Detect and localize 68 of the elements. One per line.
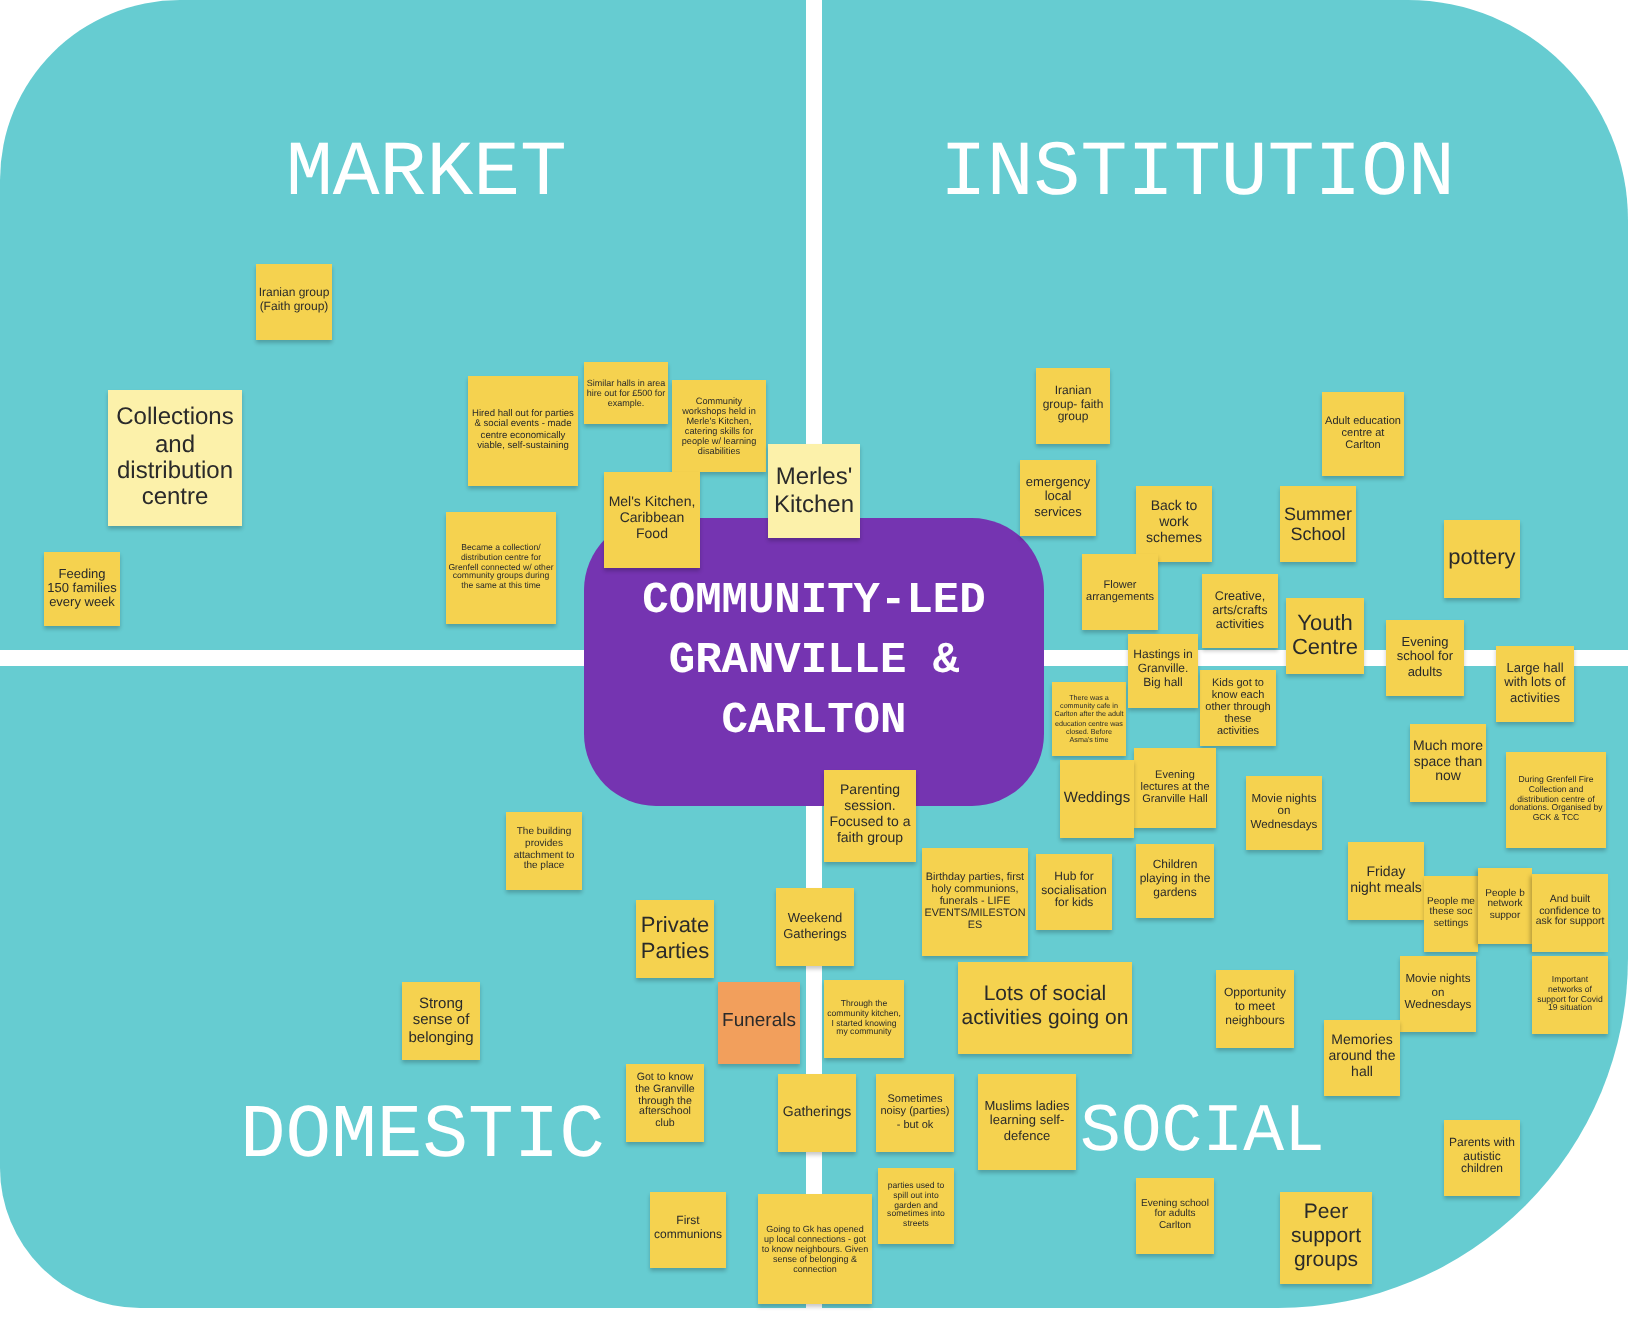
note-text: Merles' Kitchen	[771, 464, 857, 518]
sticky-note	[778, 1074, 856, 1152]
sticky-note	[256, 264, 332, 340]
sticky-note	[1136, 1178, 1214, 1254]
sticky-note	[1216, 970, 1294, 1048]
sticky-note	[1496, 646, 1574, 722]
sticky-note	[1532, 874, 1608, 952]
sticky-note	[776, 888, 854, 966]
sticky-note	[824, 980, 904, 1058]
sticky-note	[1020, 460, 1096, 536]
sticky-note	[1082, 554, 1158, 630]
quadrant-label: MARKET	[286, 136, 567, 214]
sticky-note	[768, 444, 860, 538]
sticky-note	[446, 512, 556, 624]
quadrant-label: INSTITUTION	[940, 136, 1455, 214]
sticky-note	[1410, 724, 1486, 802]
sticky-note	[1128, 634, 1198, 708]
sticky-note	[1424, 876, 1478, 952]
sticky-note	[1444, 1120, 1520, 1196]
sticky-note	[1286, 598, 1364, 674]
sticky-note	[604, 472, 700, 568]
sticky-note	[44, 552, 120, 626]
quadrant-label: SOCIAL	[1080, 1100, 1325, 1168]
sticky-note	[1506, 752, 1606, 848]
note-text: Funerals	[722, 1012, 796, 1034]
sticky-note	[978, 1074, 1076, 1170]
sticky-note	[922, 848, 1028, 956]
sticky-note	[1322, 392, 1404, 476]
sticky-note	[1324, 1020, 1400, 1096]
sticky-note	[636, 900, 714, 978]
sticky-note	[1202, 574, 1278, 648]
sticky-note	[402, 982, 480, 1060]
sticky-note	[878, 1168, 954, 1244]
sticky-note	[1246, 776, 1322, 850]
sticky-note	[1036, 368, 1110, 444]
sticky-note	[506, 812, 582, 890]
sticky-note	[108, 390, 242, 526]
topic-title: COMMUNITY-LED GRANVILLE & CARLTON	[640, 574, 988, 750]
sticky-note	[468, 376, 578, 486]
sticky-note	[1136, 844, 1214, 918]
sticky-note	[1036, 854, 1112, 930]
sticky-note	[1478, 868, 1532, 944]
sticky-note	[1532, 956, 1608, 1034]
quadrant-label: DOMESTIC	[240, 1100, 605, 1176]
sticky-note	[824, 770, 916, 862]
sticky-note	[672, 380, 766, 472]
sticky-note	[584, 362, 668, 424]
sticky-note	[1136, 486, 1212, 562]
note-text: Peer support groups	[1288, 1202, 1364, 1274]
sticky-note	[1348, 842, 1424, 920]
note-text: Collections and distribution centre	[114, 404, 236, 512]
note-text: Lots of social activities going on	[960, 984, 1130, 1032]
sticky-note	[1060, 760, 1134, 838]
sticky-note	[650, 1192, 726, 1268]
sticky-note	[958, 962, 1132, 1054]
sticky-note	[1444, 520, 1520, 598]
note-text: Private Parties	[638, 914, 712, 964]
sticky-note	[1134, 748, 1216, 828]
sticky-note	[876, 1074, 954, 1152]
sticky-note	[1052, 682, 1126, 756]
note-text: Youth Centre	[1289, 611, 1361, 661]
sticky-note	[758, 1194, 872, 1304]
sticky-note	[718, 982, 800, 1064]
note-text: pottery	[1448, 546, 1516, 572]
note-text: Summer School	[1282, 503, 1354, 545]
sticky-note	[1386, 620, 1464, 696]
sticky-note	[1400, 956, 1476, 1032]
sticky-note	[1280, 486, 1356, 562]
